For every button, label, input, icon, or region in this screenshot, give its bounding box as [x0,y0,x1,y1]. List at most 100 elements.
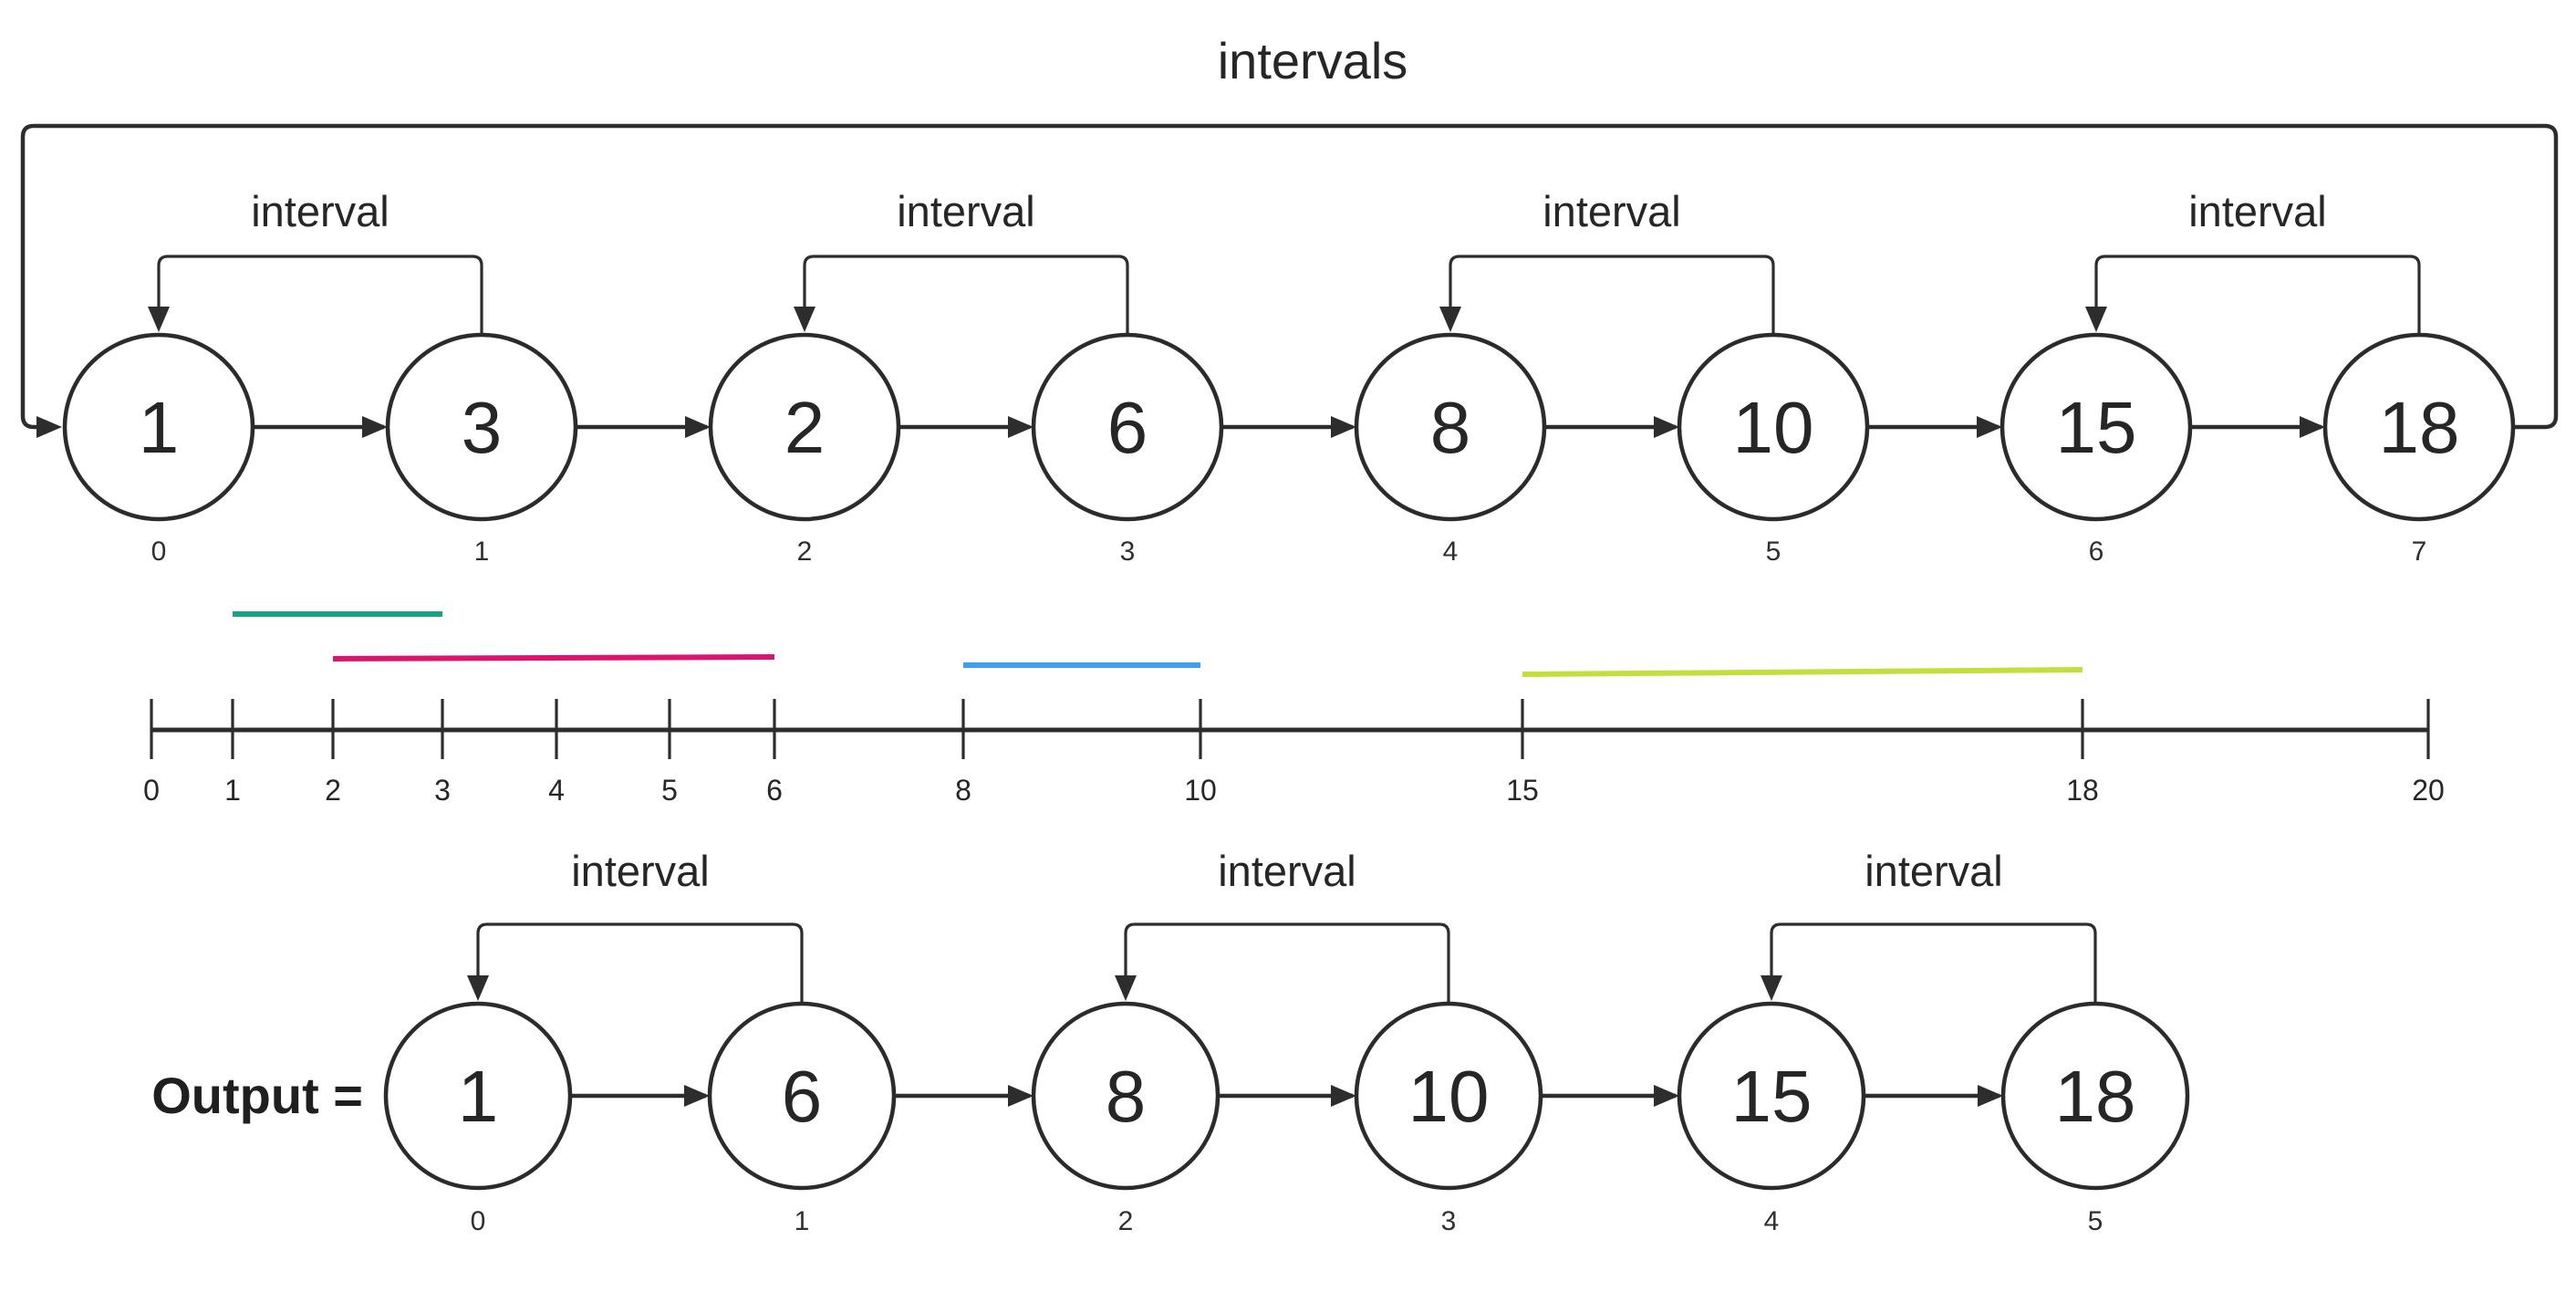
bracket-arrowhead [2085,307,2107,332]
node-index: 1 [474,537,490,567]
node-circle [708,332,901,522]
bracket-path [476,922,804,1004]
next-arrowhead [1978,1085,2003,1107]
node-value: 6 [1107,387,1148,468]
node-circle [2322,332,2516,522]
top-node-1: 3 1 [385,332,578,567]
node-circle [385,332,578,522]
bracket-arrowhead [1761,975,1782,1001]
node-circle [1031,332,1224,522]
node-index: 2 [797,537,813,567]
tick-label: 2 [325,774,341,807]
output-next-arrows [570,1085,2003,1107]
top-node-6: 15 6 [2000,332,2193,567]
interval-segment-green [1522,667,2083,677]
node-circle [2000,1001,2190,1191]
node-circle [2000,332,2193,522]
loop-arrowhead [36,416,62,438]
top-node-7: 18 7 [2322,332,2516,567]
top-interval-bracket-3: interval [2085,187,2421,335]
next-arrowhead [685,416,711,438]
interval-label: interval [571,847,710,895]
loop-path [20,123,2559,430]
node-value: 6 [782,1056,823,1137]
next-arrowhead [1977,416,2002,438]
node-value: 8 [1430,387,1471,468]
bracket-arrowhead [794,307,815,332]
node-value: 3 [462,387,503,468]
node-circle [1677,332,1870,522]
node-index: 4 [1764,1206,1780,1236]
top-next-arrows [253,416,2325,438]
tick-label: 5 [661,774,678,807]
interval-label: interval [2188,187,2327,235]
node-value: 8 [1106,1056,1147,1137]
node-circle [1677,1001,1866,1191]
node-value: 1 [458,1056,499,1137]
bracket-path [1770,922,2097,1004]
top-node-3: 6 3 [1031,332,1224,567]
top-interval-bracket-0: interval [148,187,483,335]
node-value: 10 [1408,1056,1490,1137]
node-value: 18 [2055,1056,2136,1137]
output-label: Output = [151,1067,363,1124]
interval-label: interval [1864,847,2003,895]
bracket-path [157,255,483,335]
output-interval-bracket-1: interval [1115,847,1450,1004]
node-index: 4 [1443,537,1459,567]
bracket-arrowhead [148,307,170,332]
output-node-2: 8 2 [1031,1001,1220,1236]
node-index: 3 [1120,537,1136,567]
top-node-0: 1 0 [62,332,255,567]
node-value: 2 [784,387,826,468]
bracket-arrowhead [1115,975,1137,1001]
next-arrowhead [1331,1085,1356,1107]
tick-label: 18 [2066,774,2099,807]
output-node-5: 18 5 [2000,1001,2190,1236]
node-value: 15 [1731,1056,1813,1137]
bracket-arrowhead [1439,307,1461,332]
node-value: 1 [139,387,180,468]
node-index: 5 [2088,1206,2103,1236]
node-value: 15 [2056,387,2137,468]
bracket-path [1124,922,1450,1004]
node-index: 0 [471,1206,486,1236]
output-interval-bracket-2: interval [1761,847,2097,1004]
node-index: 5 [1766,537,1781,567]
top-node-4: 8 4 [1354,332,1547,567]
next-arrowhead [1654,416,1679,438]
node-index: 1 [795,1206,810,1236]
node-index: 6 [2089,537,2104,567]
node-circle [383,1001,573,1191]
output-node-0: 1 0 [383,1001,573,1236]
next-arrowhead [684,1085,710,1107]
next-arrowhead [2300,416,2325,438]
node-index: 7 [2412,537,2427,567]
node-index: 0 [151,537,167,567]
top-interval-bracket-2: interval [1439,187,1775,335]
node-circle [62,332,255,522]
number-line: 0 1 2 3 4 5 6 8 10 15 18 20 [143,699,2445,807]
tick-label: 1 [224,774,241,807]
tick-label: 8 [955,774,971,807]
interval-segments [233,611,2083,677]
bracket-path [803,255,1129,335]
tick-label: 0 [143,774,160,807]
intervals-loop-arrow [20,123,2559,438]
next-arrowhead [1331,416,1356,438]
bracket-path [2094,255,2421,335]
tick-label: 3 [434,774,451,807]
interval-label: interval [1542,187,1681,235]
next-arrowhead [1008,1085,1034,1107]
bracket-arrowhead [467,975,489,1001]
top-node-5: 10 5 [1677,332,1870,567]
interval-label: interval [1218,847,1356,895]
tick-label: 20 [2412,774,2445,807]
tick-label: 6 [766,774,783,807]
next-arrowhead [1008,416,1034,438]
next-arrowhead [362,416,388,438]
output-node-3: 10 3 [1354,1001,1543,1236]
node-circle [1031,1001,1220,1191]
next-arrowhead [1654,1085,1679,1107]
